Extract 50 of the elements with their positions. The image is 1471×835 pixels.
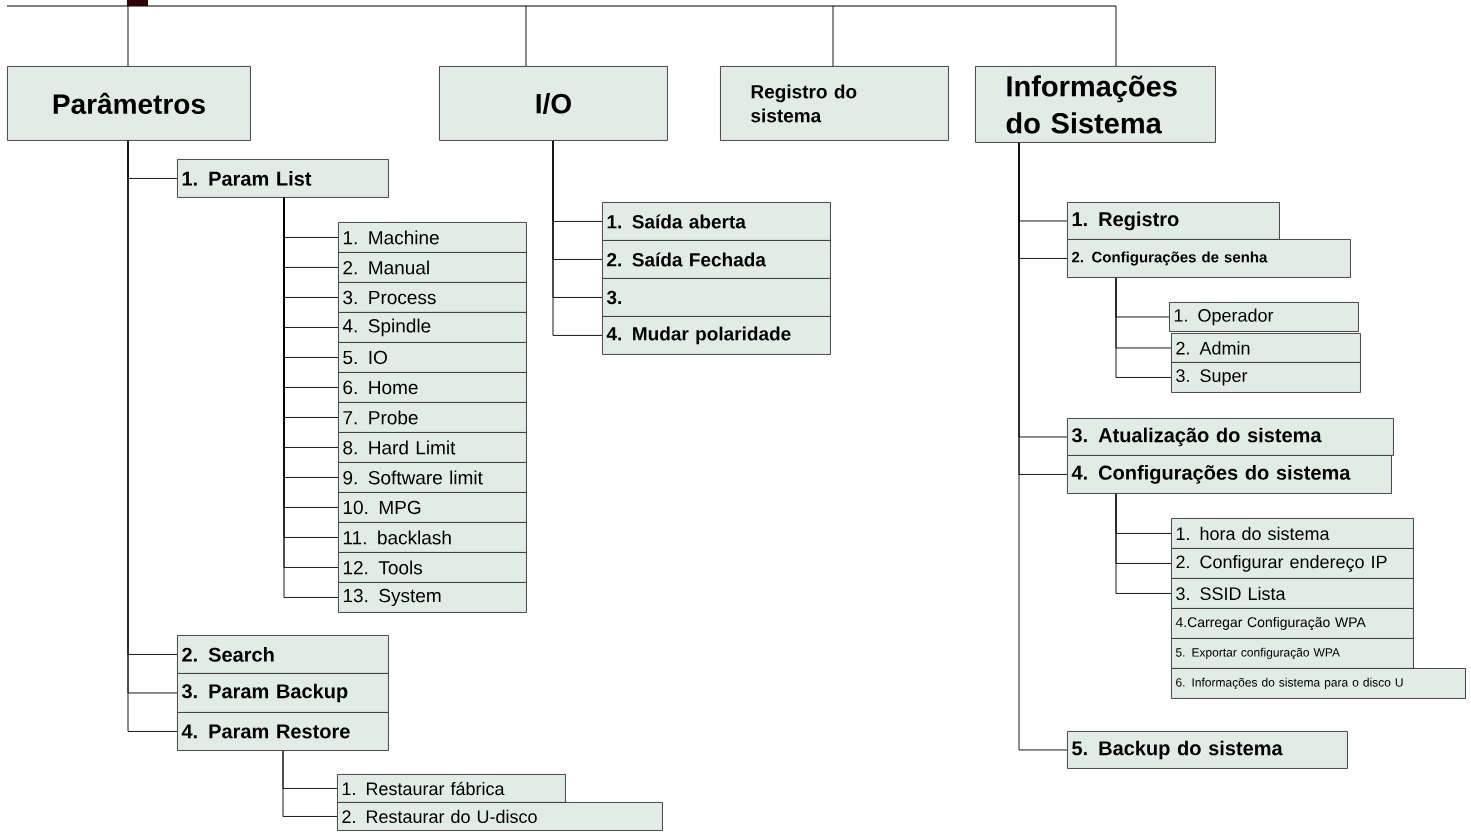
connector-line [1115,277,1172,378]
connector-line [832,5,834,67]
connector-line [552,140,603,336]
menu-item-box: 2. Admin [1171,333,1361,363]
connector-line [525,5,527,67]
menu-item-box: 3. Super [1171,362,1361,393]
menu-item-box: 3. SSID Lista [1171,578,1414,609]
menu-item-box: 8. Hard Limit [338,432,527,463]
submenu-box: 2. Configurações de senha [1067,239,1351,278]
menu-item-box: 6. Informações do sistema para o disco U [1171,668,1466,699]
menu-box: Parâmetros [7,66,251,141]
submenu-box: 4. Configurações do sistema [1067,455,1392,494]
menu-item-box: 1. hora do sistema [1171,518,1414,549]
submenu-box: 3. Param Backup [177,673,389,713]
menu-item-box: 10. MPG [338,492,527,523]
submenu-box: 1. Param List [177,159,389,198]
connector-line [1018,142,1068,751]
menu-item-box: 11. backlash [338,522,527,553]
menu-item-box: 4. Spindle [338,312,527,343]
menu-item-box: 2. Manual [338,252,527,283]
menu-box: Informações do Sistema [975,66,1216,143]
connector-line [282,750,338,817]
submenu-box: 5. Backup do sistema [1067,731,1348,769]
menu-item-box: 5. IO [338,342,527,373]
menu-item-box: 1. Restaurar fábrica [337,774,566,803]
submenu-box: 4. Param Restore [177,712,389,751]
menu-item-box: 2. Restaurar do U-disco [337,802,663,831]
menu-item-box: 4.Carregar Configuração WPA [1171,608,1414,639]
submenu-box: 1. Registro [1067,202,1280,240]
menu-box: Registro do sistema [720,66,949,141]
menu-item-box: 2. Configurar endereço IP [1171,548,1414,579]
submenu-box: 1. Saída aberta [602,202,831,241]
connector-line [127,5,129,67]
menu-item-box: 3. Process [338,282,527,313]
menu-item-box: 1. Machine [338,222,527,253]
submenu-box: 3. [602,278,831,317]
menu-item-box: 1. Operador [1169,302,1359,332]
menu-item-box: 7. Probe [338,402,527,433]
menu-item-box: 13. System [338,582,527,613]
submenu-box: 3. Atualização do sistema [1067,418,1394,456]
menu-item-box: 12. Tools [338,552,527,583]
menu-item-box: 6. Home [338,372,527,403]
menu-box: I/O [439,66,668,141]
submenu-box: 2. Saída Fechada [602,240,831,279]
menu-item-box: 9. Software limit [338,462,527,493]
menu-item-box: 5. Exportar configuração WPA [1171,638,1414,669]
connector-line [1115,5,1117,67]
connector-line [1115,493,1172,594]
submenu-box: 2. Search [177,635,389,674]
submenu-box: 4. Mudar polaridade [602,316,831,355]
